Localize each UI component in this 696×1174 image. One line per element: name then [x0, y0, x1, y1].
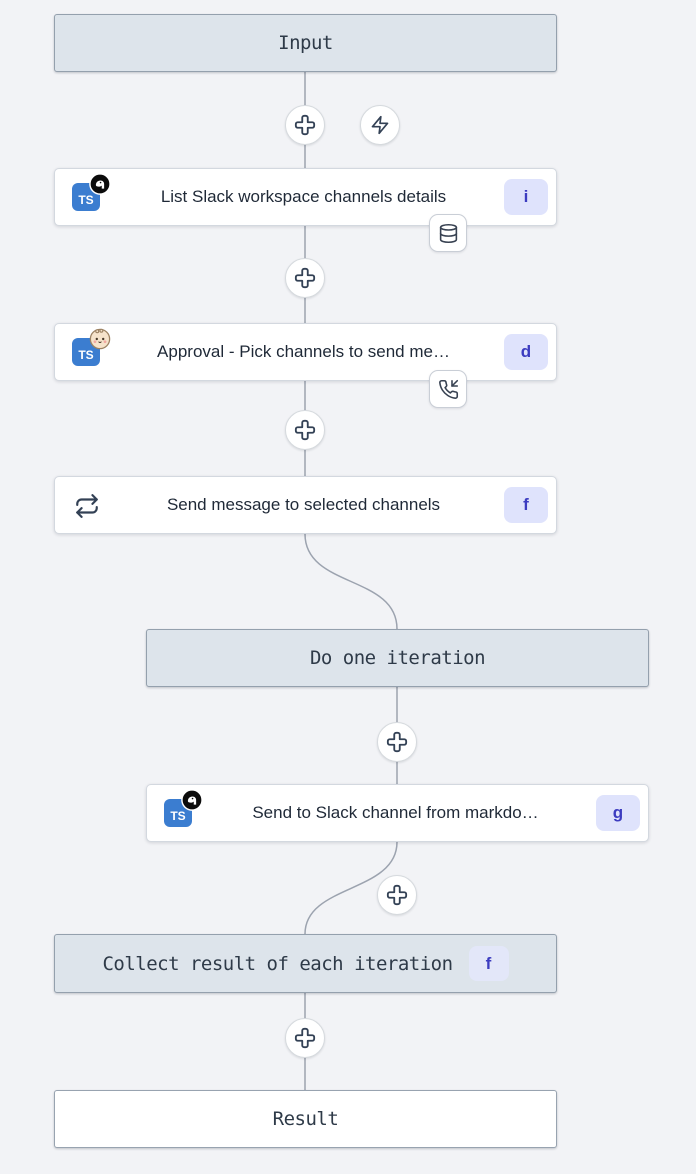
- step-title: Approval - Pick channels to send me…: [157, 342, 450, 361]
- plus-cross-icon: [294, 1027, 316, 1049]
- collect-id-badge: f: [468, 946, 509, 981]
- step-node-2[interactable]: TS Approval - Pick channels to send me… …: [54, 323, 557, 381]
- loop-iteration-label: Do one iteration: [309, 647, 486, 669]
- insert-step-button-6[interactable]: [285, 1018, 325, 1058]
- step-id-badge: d: [504, 334, 548, 370]
- typescript-icon: TS: [72, 338, 100, 366]
- add-trigger-button[interactable]: [360, 105, 400, 145]
- insert-step-button-4[interactable]: [377, 722, 417, 762]
- phone-incoming-icon: [438, 379, 458, 399]
- insert-step-button-5[interactable]: [377, 875, 417, 915]
- plus-cross-icon: [294, 267, 316, 289]
- insert-step-button-1[interactable]: [285, 105, 325, 145]
- plus-cross-icon: [294, 114, 316, 136]
- step-id-badge: g: [596, 795, 640, 831]
- deno-icon: [181, 789, 203, 811]
- zap-icon: [371, 115, 389, 135]
- step-node-1[interactable]: TS List Slack workspace channels details…: [54, 168, 557, 226]
- step-id-badge: f: [504, 487, 548, 523]
- input-node-label: Input: [278, 32, 333, 54]
- step-node-3-forloop[interactable]: Send message to selected channels f: [54, 476, 557, 534]
- edge-step3-loophead: [304, 533, 398, 630]
- step-title: Send to Slack channel from markdo…: [252, 803, 539, 822]
- step-title: List Slack workspace channels details: [160, 187, 447, 206]
- input-node[interactable]: Input: [54, 14, 557, 72]
- collect-result-node[interactable]: Collect result of each iteration f: [54, 934, 557, 993]
- collect-result-label: Collect result of each iteration: [102, 952, 453, 975]
- insert-step-button-3[interactable]: [285, 410, 325, 450]
- loop-iteration-header[interactable]: Do one iteration: [146, 629, 649, 687]
- suspend-approval-indicator-button[interactable]: [429, 370, 467, 408]
- step-title: Send message to selected channels: [166, 495, 441, 514]
- repeat-loop-icon: [76, 494, 98, 518]
- cache-indicator-button[interactable]: [429, 214, 467, 252]
- bun-icon: [89, 328, 111, 350]
- insert-step-button-2[interactable]: [285, 258, 325, 298]
- result-node-label: Result: [272, 1108, 339, 1130]
- database-icon: [439, 223, 457, 243]
- plus-cross-icon: [386, 731, 408, 753]
- plus-cross-icon: [294, 419, 316, 441]
- step-4-language-icon: TS: [164, 789, 203, 827]
- step-2-language-icon: TS: [72, 328, 111, 366]
- step-id-badge: i: [504, 179, 548, 215]
- plus-cross-icon: [386, 884, 408, 906]
- step-1-language-icon: TS: [72, 173, 111, 211]
- step-node-4[interactable]: TS Send to Slack channel from markdo… g: [146, 784, 649, 842]
- deno-icon: [89, 173, 111, 195]
- result-node[interactable]: Result: [54, 1090, 557, 1148]
